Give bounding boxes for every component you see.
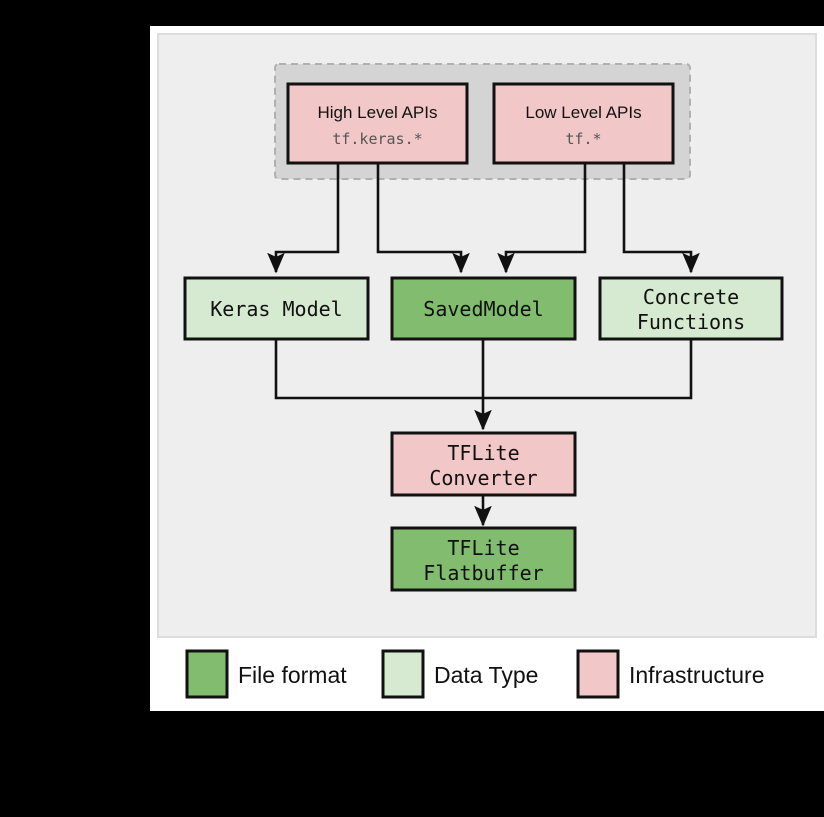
diagram-legend: File format Data Type Infrastructure — [185, 649, 765, 699]
node-low-level-apis-subtitle: tf.* — [565, 130, 601, 148]
node-tflite-converter-rect[interactable] — [390, 431, 577, 497]
node-concrete-functions[interactable]: Concrete Functions — [598, 276, 784, 341]
node-tflite-flatbuffer[interactable]: TFLite Flatbuffer — [390, 526, 577, 592]
edge-keras-model-to-converter-bus — [274, 339, 483, 400]
node-tflite-converter-label-line2: Converter — [429, 466, 537, 490]
node-keras-model-rect[interactable] — [183, 276, 370, 341]
node-keras-model-label: Keras Model — [210, 297, 342, 321]
edge-high-level-apis-to-keras-model — [267, 163, 340, 274]
legend-label-infrastructure: Infrastructure — [629, 662, 765, 688]
node-tflite-flatbuffer-label-line1: TFLite — [447, 536, 519, 560]
node-concrete-functions-label-line2: Functions — [637, 310, 745, 334]
tflite-workflow-diagram: High Level APIs tf.keras.* Low Level API… — [157, 33, 817, 699]
node-low-level-apis[interactable]: Low Level APIs tf.* — [492, 82, 675, 165]
diagram-card: High Level APIs tf.keras.* Low Level API… — [150, 26, 824, 711]
legend-item-infrastructure[interactable]: Infrastructure — [576, 649, 765, 699]
node-keras-model[interactable]: Keras Model — [183, 276, 370, 341]
legend-label-data-type: Data Type — [434, 662, 538, 688]
edge-concrete-functions-to-converter-bus — [483, 339, 693, 400]
node-concrete-functions-rect[interactable] — [598, 276, 784, 341]
edge-low-level-apis-to-concrete-functions — [622, 163, 700, 274]
node-concrete-functions-label-line1: Concrete — [643, 285, 739, 309]
node-saved-model-rect[interactable] — [390, 276, 577, 341]
node-saved-model[interactable]: SavedModel — [390, 276, 577, 341]
legend-item-data-type[interactable]: Data Type — [381, 649, 538, 699]
edge-high-level-apis-to-saved-model — [376, 163, 470, 274]
node-high-level-apis[interactable]: High Level APIs tf.keras.* — [286, 82, 469, 165]
legend-swatch-infrastructure — [576, 649, 620, 699]
legend-swatch-file-format — [185, 649, 229, 699]
node-tflite-converter-label-line1: TFLite — [447, 441, 519, 465]
node-tflite-converter[interactable]: TFLite Converter — [390, 431, 577, 497]
node-low-level-apis-rect[interactable] — [492, 82, 675, 165]
node-high-level-apis-title: High Level APIs — [317, 103, 437, 122]
node-low-level-apis-title: Low Level APIs — [525, 103, 641, 122]
node-saved-model-label: SavedModel — [423, 297, 543, 321]
node-tflite-flatbuffer-label-line2: Flatbuffer — [423, 561, 543, 585]
legend-label-file-format: File format — [238, 662, 347, 688]
node-high-level-apis-subtitle: tf.keras.* — [332, 130, 422, 148]
legend-swatch-data-type — [381, 649, 425, 699]
legend-item-file-format[interactable]: File format — [185, 649, 347, 699]
node-high-level-apis-rect[interactable] — [286, 82, 469, 165]
node-tflite-flatbuffer-rect[interactable] — [390, 526, 577, 592]
edge-low-level-apis-to-saved-model — [497, 163, 587, 274]
